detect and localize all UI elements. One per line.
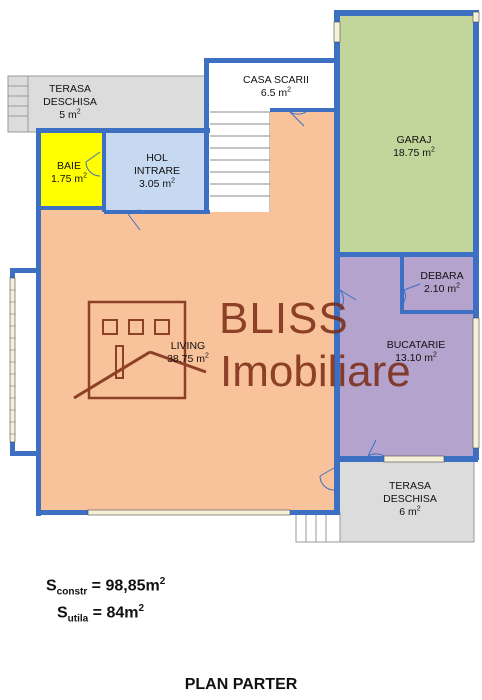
bucatarie-area [340,256,474,460]
watermark-subtitle: Imobiliare [220,347,411,396]
bucatarie-label: BUCATARIE 13.10 m2 [366,339,466,365]
baie-name: BAIE [57,160,81,172]
debara-label: DEBARA 2.10 m2 [410,270,474,296]
living-area-exp: 2 [205,352,209,360]
casa-scarii-name: CASA SCARII [243,74,309,86]
living-label: LIVING 38.75 m2 [148,340,228,366]
garaj-area [340,16,474,254]
terasa-bottom-area-value: 6 m [399,506,417,518]
garaj-area-value: 18.75 m [393,147,432,159]
terasa-top-label: TERASA DESCHISA 5 m2 [22,83,118,122]
terasa-top-steps [8,76,29,132]
casa-scarii-area-exp: 2 [287,86,292,94]
plan-title: PLAN PARTER [184,676,298,693]
debara-area-exp: 2 [456,282,460,290]
surface-utila-sub: utila [67,613,89,625]
surface-utila-value: = 84m [88,604,139,622]
terasa-top-area [7,75,209,133]
window-hatching [10,289,15,435]
garaj-area-exp: 2 [431,146,435,154]
living-stair-landing [270,112,336,170]
terasa-bottom-area [337,459,475,543]
surface-constr-symbol: S [46,577,57,595]
watermark-brand: BLISS [219,294,349,343]
bucatarie-name: BUCATARIE [386,339,446,351]
baie-area-exp: 2 [83,172,87,180]
windows [9,11,480,516]
hol-area [104,132,206,212]
terasa-top-area-value: 5 m [59,109,77,121]
terasa-bottom-steps [295,511,341,543]
hol-intrare-name-2: INTRARE [133,165,181,177]
garaj-name: GARAJ [396,134,432,146]
terasa-bottom-name-1: TERASA [388,480,431,492]
hol-intrare-label: HOL INTRARE 3.05 m2 [122,152,192,191]
surface-constr-value: = 98,85m [87,577,160,595]
hol-intrare-area-exp: 2 [171,177,175,185]
terasa-top-name-1: TERASA [48,83,91,95]
surface-constr-exp: 2 [159,576,166,587]
surface-utila-symbol: S [57,604,68,622]
bucatarie-area-value: 13.10 m [395,352,434,364]
hol-intrare-name-1: HOL [146,152,168,164]
baie-area [40,132,104,208]
hol-intrare-area-value: 3.05 m [138,178,172,190]
debara-name: DEBARA [420,270,464,282]
casa-scarii-label: CASA SCARII 6.5 m2 [226,74,326,100]
watermark-logo [73,300,207,400]
debara-area-value: 2.10 m [423,283,457,295]
baie-label: BAIE 1.75 m2 [44,160,94,186]
terasa-bottom-label: TERASA DESCHISA 6 m2 [360,480,460,519]
garaj-label: GARAJ 18.75 m2 [364,134,464,160]
terasa-top-area-exp: 2 [76,108,81,116]
doors [85,111,421,491]
living-name: LIVING [170,340,206,352]
surface-constr-sub: constr [56,586,88,598]
surface-utila: Sutila = 84m2 [57,603,144,625]
terasa-bottom-area-exp: 2 [416,505,421,513]
living-area-value: 38.75 m [167,353,206,365]
casa-scarii-area-value: 6.5 m [260,87,288,99]
bucatarie-area-exp: 2 [433,351,437,359]
baie-area-value: 1.75 m [50,173,84,185]
terasa-top-name-2: DESCHISA [43,96,97,108]
surface-utila-exp: 2 [138,603,145,614]
terasa-bottom-name-2: DESCHISA [383,493,437,505]
surface-constr: Sconstr = 98,85m2 [46,576,165,598]
